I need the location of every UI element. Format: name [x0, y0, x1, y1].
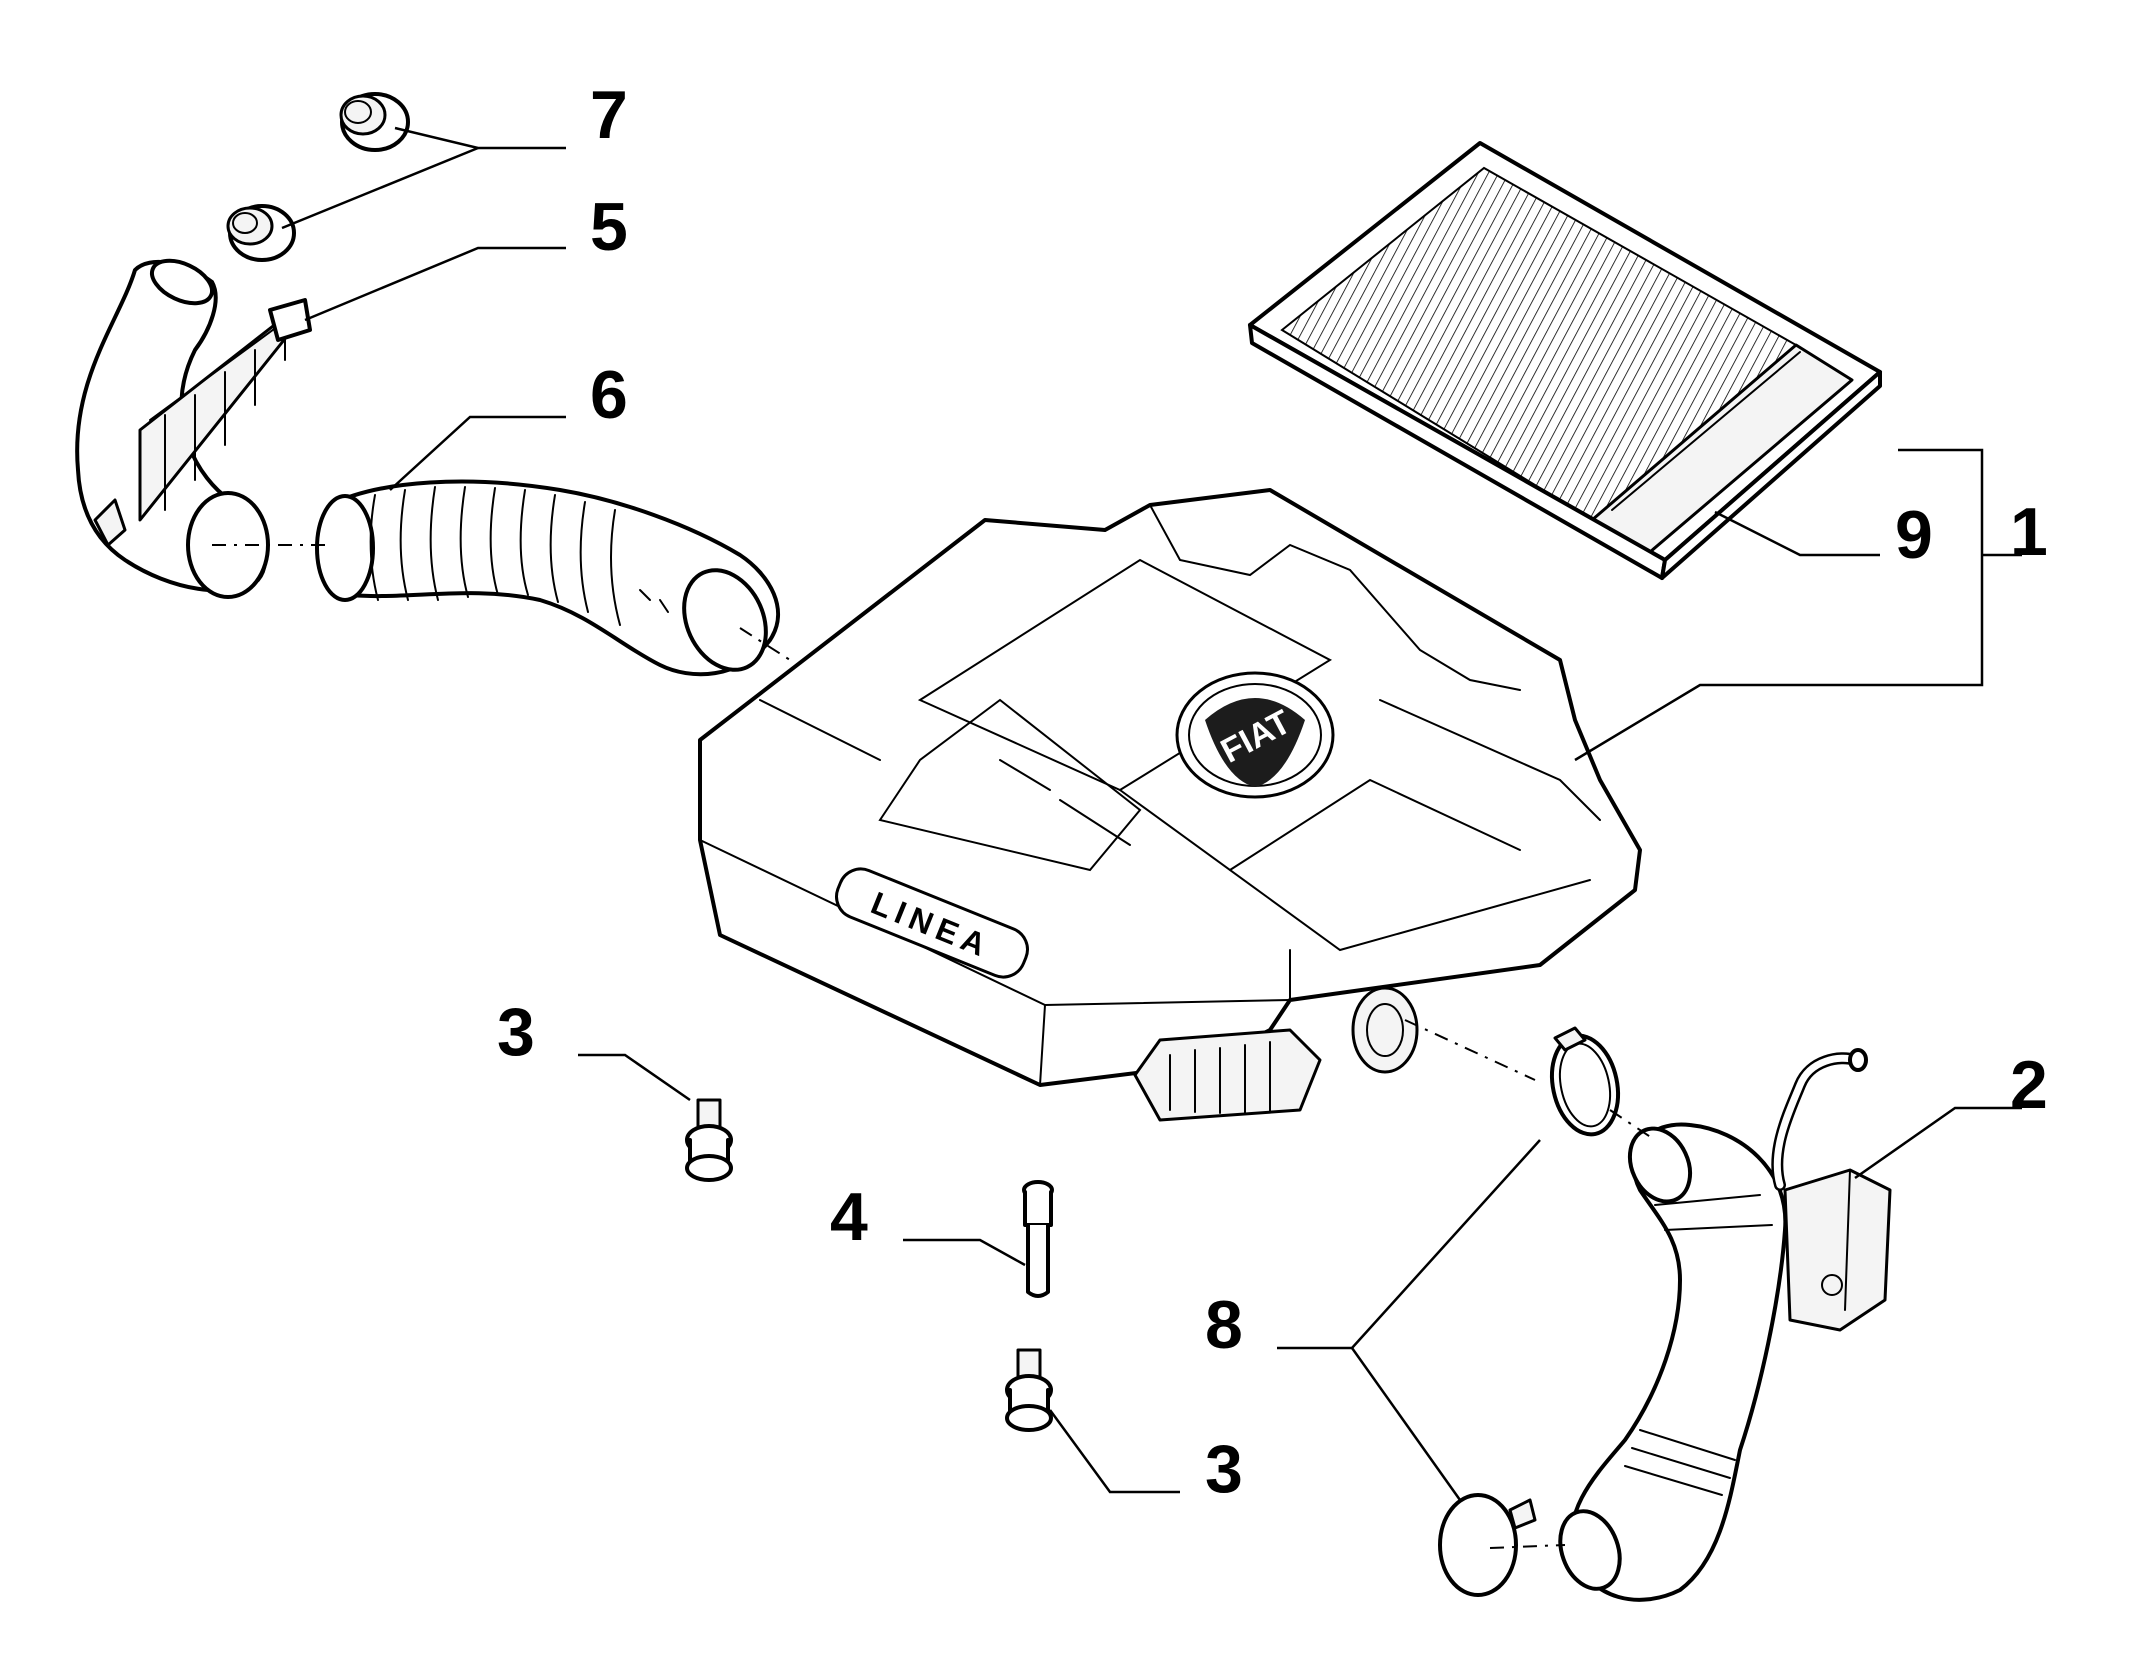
end-cap [1438, 1493, 1537, 1597]
callout-6: 6 [590, 357, 628, 433]
mounting-stud-left [685, 1098, 733, 1182]
callout-1: 1 [2010, 494, 2048, 570]
callout-labels: 1 2 3 3 4 5 6 7 8 9 [497, 77, 2048, 1507]
callout-4: 4 [830, 1179, 868, 1255]
corrugated-intake-hose [315, 479, 781, 677]
callout-5: 5 [590, 189, 628, 265]
intake-snorkel [75, 258, 312, 599]
hose-clamp [1550, 1026, 1620, 1137]
retaining-pin [1022, 1180, 1054, 1298]
mounting-stud-right [1005, 1348, 1053, 1432]
outlet-duct [1558, 1048, 1892, 1602]
callout-9: 9 [1895, 497, 1933, 573]
callout-3-left: 3 [497, 994, 535, 1070]
air-box-cover: FIAT LINEA [698, 488, 1642, 1122]
callout-2: 2 [2010, 1047, 2048, 1123]
assembly-axis-lines [212, 544, 1656, 1549]
fiat-logo-emblem: FIAT [1175, 671, 1335, 799]
callout-8: 8 [1205, 1287, 1243, 1363]
leader-lines [281, 126, 2022, 1501]
grommet-upper [339, 92, 410, 152]
callout-3-right: 3 [1205, 1431, 1243, 1507]
air-filter-element [1248, 141, 1882, 580]
callout-7: 7 [590, 77, 628, 153]
grommet-lower [226, 204, 296, 262]
